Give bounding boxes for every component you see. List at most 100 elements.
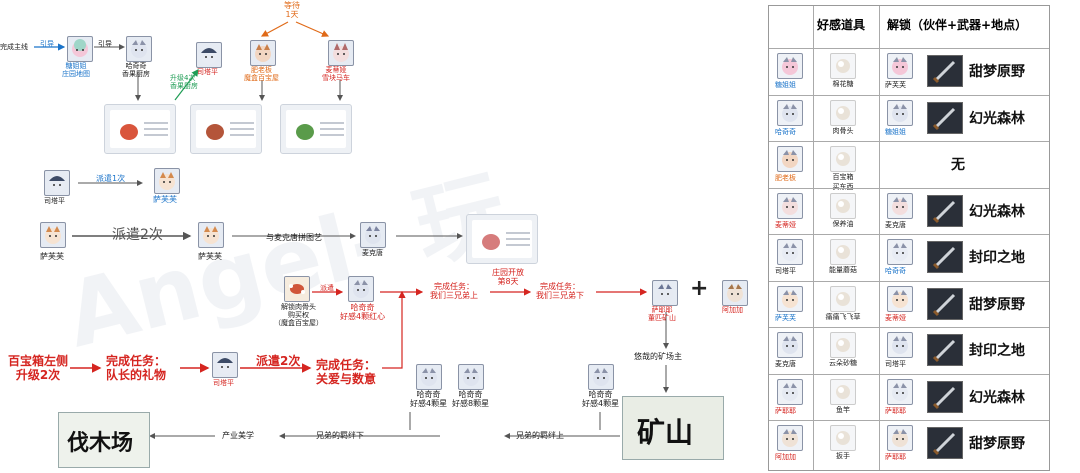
mine-tile: 矿山 <box>622 396 724 460</box>
column-divider <box>813 6 814 470</box>
avatar-shopkeeper <box>250 40 276 66</box>
row-avatar <box>777 53 803 79</box>
row-weapon-icon <box>927 194 963 227</box>
row-item-icon <box>830 146 856 172</box>
sitaping-bottom-label: 司塔平 <box>213 379 234 387</box>
table-row: 麦克唐云朵砂糖司塔平封印之地 <box>769 327 1049 375</box>
haqiqi-shop-label: 哈奇奇香果厨房 <box>122 62 150 79</box>
task-a-label: 完成任务：我们三兄弟上 <box>430 282 478 301</box>
row-partner-avatar <box>887 53 913 79</box>
brothers-up-label: 兄弟的羁绊上 <box>516 431 564 440</box>
table-row: 肥老板百宝箱 买东西无 <box>769 141 1049 191</box>
row-item-name: 百宝箱 买东西 <box>832 173 854 191</box>
guide-label-2: 引导 <box>98 40 112 48</box>
avatar-candy-sister <box>67 36 93 62</box>
task-c-label: 完成任务：队长的礼物 <box>106 354 167 383</box>
avatar-sitaping <box>44 170 70 196</box>
row-partner-name: 司塔平 <box>885 360 906 368</box>
row-weapon-icon <box>927 380 963 413</box>
screenshot-card-2 <box>190 104 262 154</box>
row-partner-avatar <box>887 192 913 219</box>
sitaping-label: 司塔平 <box>44 197 65 205</box>
dispatch-small-label: 派遣 <box>320 284 334 292</box>
row-place: 甜梦原野 <box>969 64 1025 80</box>
bone-icon <box>284 276 310 302</box>
row-place: 幻光森林 <box>969 110 1025 127</box>
amuamu-label: 阿加加 <box>722 306 743 314</box>
row-avatar <box>777 239 803 265</box>
row-place: 封印之地 <box>969 250 1025 266</box>
row-place: 甜梦原野 <box>969 436 1025 452</box>
avatar-haqiqi-hearts <box>348 276 374 302</box>
row-partner-name: 萨耶耶 <box>885 406 906 415</box>
row-avatar <box>777 332 803 358</box>
row-name: 司塔平 <box>775 267 796 275</box>
avatar-haqiqi-4b <box>588 364 614 390</box>
row-name: 糖姐姐 <box>775 81 796 89</box>
row-item-icon <box>830 332 856 358</box>
row-partner-name: 哈奇奇 <box>885 267 906 275</box>
row-partner-name: 麦蒂娅 <box>885 313 906 322</box>
row-name: 萨耶耶 <box>775 406 796 415</box>
row-place: 甜梦原野 <box>969 296 1025 313</box>
row-item-name: 肉骨头 <box>832 126 854 135</box>
row-avatar <box>777 425 803 451</box>
row-item-name: 棉花糖 <box>832 80 854 88</box>
row-name: 肥老板 <box>775 174 796 182</box>
avatar-haqiqi-8 <box>458 364 484 390</box>
avatar-sitaping-bottom <box>212 352 238 378</box>
avatar-haqiqi <box>126 36 152 62</box>
row-item-icon <box>830 99 856 126</box>
avatar-safufu <box>154 168 180 194</box>
dispatch-once-label: 派遣1次 <box>96 174 126 183</box>
safufu-left-label: 萨芙芙 <box>40 252 64 261</box>
task-d-label: 完成任务：关爱与数意 <box>316 358 377 387</box>
row-item-name: 保养油 <box>832 219 854 228</box>
mine-text: 矿山 <box>637 416 694 449</box>
haqiqi-hearts-label: 哈奇奇好感4颗红心 <box>340 303 386 322</box>
mike-label: 麦克唐 <box>362 249 383 257</box>
avatar-mengnana <box>328 40 354 66</box>
row-place: 封印之地 <box>969 343 1025 359</box>
row-partner-avatar <box>887 285 913 312</box>
chest-note: 百宝箱左侧升级2次 <box>8 354 69 383</box>
row-partner-avatar <box>887 425 913 451</box>
row-partner-avatar <box>887 239 913 265</box>
row-partner-name: 麦克唐 <box>885 220 906 229</box>
flow-arrows <box>34 21 669 439</box>
row-avatar <box>777 99 803 126</box>
row-avatar <box>777 285 803 312</box>
row-partner-name: 萨耶耶 <box>885 453 906 461</box>
haqiqi-8-label: 哈奇奇好感8颗星 <box>452 390 490 409</box>
row-name: 麦蒂娅 <box>775 220 796 229</box>
lumber-tile: 伐木场 <box>58 412 150 468</box>
table-row: 麦蒂娅 保养油 麦克唐 幻光森林 <box>769 187 1049 236</box>
safufu-label: 萨芙芙 <box>153 195 177 204</box>
row-weapon-icon <box>927 101 963 134</box>
table-row: 萨耶耶鱼竿萨耶耶幻光森林 <box>769 373 1049 422</box>
table-row: 阿加加扳手萨耶耶甜梦原野 <box>769 420 1049 468</box>
table-row: 司塔平能量蘑菇哈奇奇封印之地 <box>769 234 1049 282</box>
avatar-sitaping-top <box>196 42 222 68</box>
avatar-mike <box>360 222 386 248</box>
row-item-name: 扳手 <box>836 452 850 460</box>
brothers-down-label: 兄弟的羁绊下 <box>316 431 364 440</box>
affection-table: 好感道具 解锁（伙伴+武器+地点） 糖姐姐棉花糖萨芙芙甜梦原野哈奇奇肉骨头糖姐姐… <box>768 5 1050 471</box>
screenshot-card-mike <box>466 214 538 264</box>
row-name: 哈奇奇 <box>775 127 796 136</box>
candy-sister-label: 糖姐姐庄园地图 <box>62 62 90 79</box>
row-weapon-icon <box>927 287 963 320</box>
avatar-sayeye <box>652 280 678 306</box>
sayeye-label: 萨耶耶董匹矿山 <box>648 306 676 323</box>
screenshot-card-1 <box>104 104 176 154</box>
screenshot-card-3 <box>280 104 352 154</box>
row-place: 幻光森林 <box>969 389 1025 406</box>
plus-sign: + <box>690 276 709 301</box>
row-item-name: 云朵砂糖 <box>829 359 857 367</box>
table-row: 哈奇奇肉骨头糖姐姐幻光森林 <box>769 94 1049 143</box>
upgrade-note: 升级4次香果厨房 <box>170 74 198 91</box>
table-row: 糖姐姐棉花糖萨芙芙甜梦原野 <box>769 48 1049 96</box>
haqiqi-4b-label: 哈奇奇好感4颗星 <box>582 390 620 409</box>
row-place: 幻光森林 <box>969 203 1025 220</box>
